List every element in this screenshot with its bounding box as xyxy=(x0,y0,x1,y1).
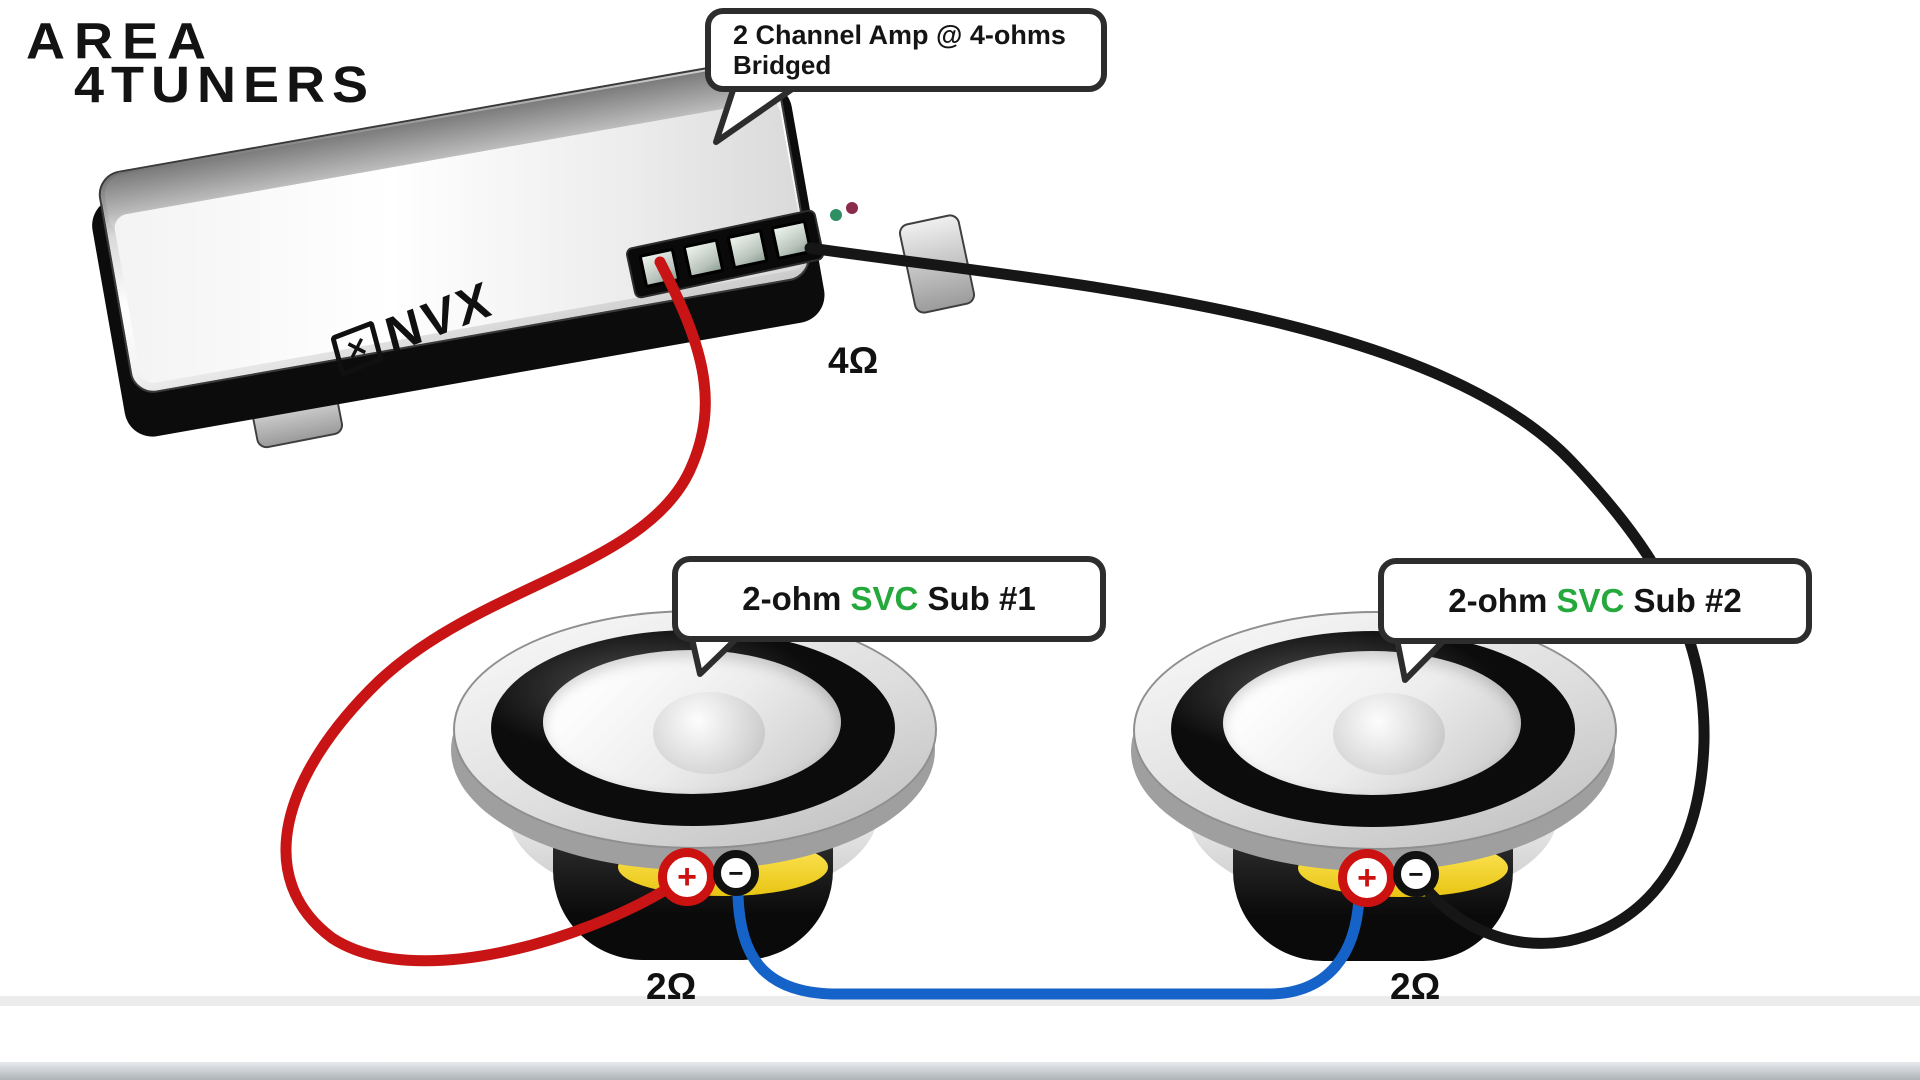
sub2-callout: 2-ohm SVC Sub #2 xyxy=(1378,558,1812,644)
plus-icon: + xyxy=(677,857,697,896)
sub1-negative-terminal: − xyxy=(713,850,759,896)
sub2-callout-suffix: Sub #2 xyxy=(1624,582,1742,619)
subwoofer-2: + − xyxy=(1131,601,1617,981)
sub1-callout: 2-ohm SVC Sub #1 xyxy=(672,556,1106,642)
terminal-slot xyxy=(681,238,725,280)
plus-icon: + xyxy=(1357,858,1377,897)
minus-icon: − xyxy=(728,857,744,888)
amp-red-led xyxy=(846,202,858,214)
amp-green-led xyxy=(830,209,842,221)
floor-shadow-line xyxy=(0,996,1920,1006)
nvx-x-box-icon: ✕ xyxy=(330,320,384,378)
sub2-impedance-label: 2Ω xyxy=(1390,966,1441,1007)
sub1-impedance-label: 2Ω xyxy=(646,966,697,1007)
sub2-callout-svc: SVC xyxy=(1556,582,1625,619)
sub1-positive-terminal: + xyxy=(658,848,716,906)
terminal-slot xyxy=(769,219,813,261)
terminal-slot xyxy=(637,247,681,289)
terminal-slot xyxy=(725,228,769,270)
nvx-x-glyph: ✕ xyxy=(342,329,371,367)
subwoofer-1: + − xyxy=(451,600,937,980)
sub1-callout-svc: SVC xyxy=(850,580,919,617)
sub2-dust-cap xyxy=(1333,693,1445,775)
amp-callout-line1: 2 Channel Amp @ 4-ohms xyxy=(733,20,1066,51)
area4tuners-logo: AREA 4TUNERS xyxy=(26,12,376,114)
minus-icon: − xyxy=(1408,858,1424,889)
logo-line-2: 4TUNERS xyxy=(74,56,376,114)
amp-callout-line2: Bridged xyxy=(733,49,832,80)
logo-line-1: AREA xyxy=(26,12,216,70)
sub2-negative-terminal: − xyxy=(1393,851,1439,897)
sub2-callout-prefix: 2-ohm xyxy=(1448,582,1557,619)
amp-impedance-label: 4Ω xyxy=(828,340,879,381)
sub1-callout-suffix: Sub #1 xyxy=(918,580,1036,617)
sub1-dust-cap xyxy=(653,692,765,774)
sub2-positive-terminal: + xyxy=(1338,849,1396,907)
amp-callout: 2 Channel Amp @ 4-ohms Bridged xyxy=(705,8,1107,92)
sub1-callout-prefix: 2-ohm xyxy=(742,580,851,617)
bottom-gray-strip xyxy=(0,1062,1920,1080)
amp-right-foot xyxy=(897,212,977,316)
